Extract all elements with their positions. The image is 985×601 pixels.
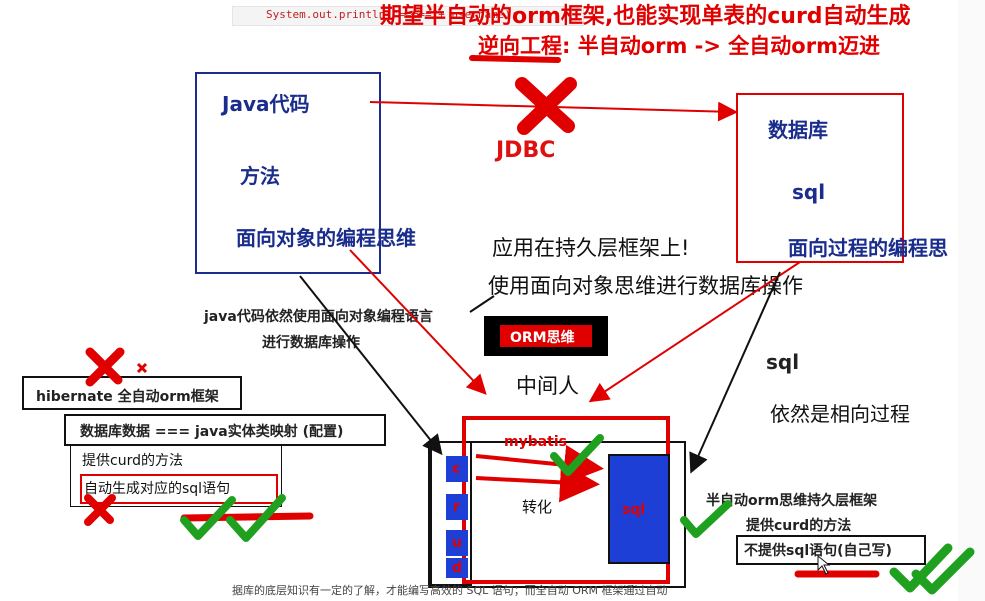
side-toolbar [958, 0, 985, 601]
oop-to-mybatis-arrow [349, 249, 487, 395]
mybatis-box [428, 441, 686, 588]
hibernate-auto-sql-box [80, 474, 278, 504]
hibernate-title-box [22, 376, 242, 410]
mybatis-sql-block [608, 454, 670, 564]
convert-arrow-2 [475, 462, 600, 503]
java-code-title: Java代码 [222, 92, 310, 116]
hibernate-auto-sql: 自动生成对应的sql语句 [84, 481, 231, 497]
orm-badge-inner [500, 325, 592, 347]
crud-d-label: d [452, 560, 463, 576]
code-editor-strip [232, 6, 584, 26]
semi-green-check-icon [680, 500, 732, 538]
java-method-label: 方法 [240, 164, 280, 188]
database-title: 数据库 [768, 118, 828, 142]
jdbc-red-cross-icon [515, 77, 577, 135]
mybatis-green-check-icon [550, 434, 604, 476]
crud-c-block [446, 456, 468, 482]
hibernate-mapping: 数据库数据 === java实体类映射 (配置) [80, 424, 344, 440]
hibernate-red-cross-icon [85, 347, 148, 387]
hibernate-provide: 提供curd的方法 [82, 453, 183, 469]
crud-c-label: c [452, 461, 461, 477]
crud-u-label: u [452, 535, 462, 551]
code-line: System.out.println("====="+ username); [266, 8, 518, 21]
hibernate-green-check-icon [180, 494, 286, 542]
procedural-thinking-label: 面向过程的编程思 [788, 236, 948, 260]
hibernate-red-underline [180, 512, 314, 522]
right-note-arrow [689, 271, 781, 474]
no-sql-green-check-icon [889, 543, 975, 595]
db-to-mybatis-arrow [588, 261, 801, 403]
crud-r-block [446, 494, 468, 520]
convert-label: 转化 [522, 498, 553, 516]
orm-badge-label: ORM思维 [510, 330, 575, 346]
crud-r-label: r [453, 499, 460, 515]
mybatis-label: mybatis [504, 434, 568, 450]
video-subtitle: 据库的底层知识有一定的了解，才能编写高效的 SQL 语句；而全自动 ORM 框架… [232, 584, 668, 597]
hibernate-title: hibernate 全自动orm框架 [36, 389, 219, 405]
mouse-cursor-icon [817, 554, 831, 575]
note-to-crud-arrow [299, 275, 443, 456]
left-note-line1: java代码依然使用面向对象编程语言 [204, 309, 433, 325]
middleman-label: 中间人 [516, 374, 579, 398]
headline-line2: 逆向工程: 半自动orm -> 全自动orm迈进 [478, 34, 880, 58]
database-box [736, 93, 904, 263]
right-note-sql: sql [766, 350, 800, 374]
crud-column [430, 441, 472, 586]
right-note-line2: 依然是相向过程 [770, 402, 910, 426]
semi-no-sql: 不提供sql语句(自己写) [744, 543, 892, 559]
middleman-arrow [469, 295, 495, 313]
java-code-box [195, 72, 381, 274]
center-line1: 应用在持久层框架上! [492, 236, 690, 260]
headline-underline [469, 55, 561, 63]
semi-orm-provide: 提供curd的方法 [746, 518, 852, 534]
hibernate-provide-box [70, 445, 282, 507]
semi-orm-title: 半自动orm思维持久层框架 [706, 493, 878, 509]
crud-u-block [446, 530, 468, 556]
semi-no-sql-box [736, 535, 926, 565]
jdbc-label: JDBC [496, 138, 556, 163]
oop-thinking-label: 面向对象的编程思维 [236, 226, 416, 250]
mybatis-sql-label: sql [622, 502, 646, 518]
database-sql-label: sql [792, 180, 826, 204]
left-note-line2: 进行数据库操作 [262, 335, 360, 351]
auto-sql-red-cross-icon [84, 494, 116, 526]
headline-line1: 期望半自动的orm框架,也能实现单表的curd自动生成 [380, 4, 911, 29]
crud-d-block [446, 558, 468, 578]
